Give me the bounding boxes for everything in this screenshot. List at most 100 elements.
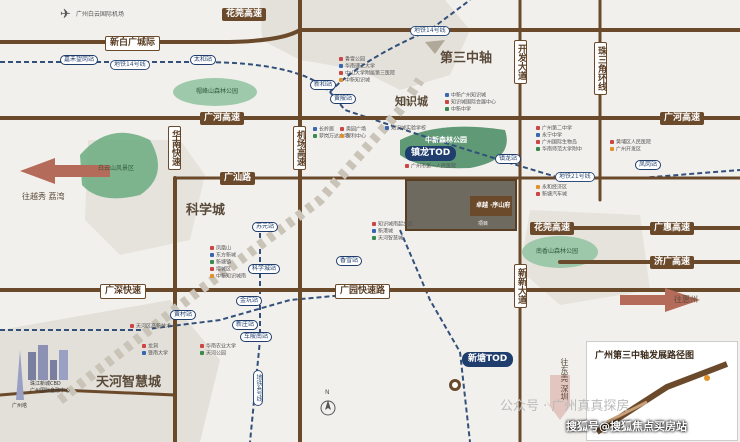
inset-development-map: 广州第三中轴发展路径图 — [586, 341, 738, 441]
park-zhongxin-label: 中新森林公园 — [425, 136, 467, 144]
station-jinkeng[interactable]: 金坑站 — [236, 296, 263, 306]
station-zhenlong-tod[interactable]: 镇龙TOD — [405, 146, 457, 161]
third-axis-band — [56, 77, 425, 404]
station-taihe[interactable]: 太和站 — [190, 55, 217, 65]
poi-15: 黄埔区人民医院 — [610, 140, 651, 146]
poi-31: 知识城南起步区 — [372, 222, 413, 228]
poi-2: 华南理工大学 — [339, 64, 375, 70]
station-huangcun[interactable]: 黄村站 — [170, 310, 197, 320]
poi-35: 暨南大学 — [142, 351, 168, 357]
project-tag: 项目 — [478, 221, 489, 227]
arrow-east — [620, 288, 700, 312]
compass-label: N — [325, 389, 330, 396]
park-baiyun-label: 白云山风景区 — [98, 165, 135, 172]
poi-ifc: 广州国际金融中心 — [30, 388, 71, 394]
metro-line-14-top-label[interactable]: 地铁14号线 — [410, 26, 450, 36]
road-huaguan-right[interactable]: 花莞高速 — [530, 222, 575, 235]
district-tianhe-smart: 天河智慧城 — [96, 375, 162, 390]
station-zhenlong[interactable]: 镇龙站 — [495, 154, 522, 164]
inset-title: 广州第三中轴发展路径图 — [595, 351, 695, 361]
airport-label: 广州白云国际机场 — [76, 11, 125, 18]
poi-11: 永宁中学 — [536, 133, 562, 139]
road-jiesong[interactable]: 机场高速 — [293, 126, 306, 170]
poi-38: 永和经济区 — [536, 185, 567, 191]
direction-east: 往惠州 — [674, 295, 698, 304]
cbd-skyline — [16, 345, 68, 400]
station-xinzhou[interactable]: 新庄站 — [232, 320, 259, 330]
station-fenghuang[interactable]: 凤岗站 — [635, 160, 662, 170]
poi-4: 中新知识城 — [339, 78, 370, 84]
poi-5: 中新广州知识城 — [445, 93, 486, 99]
road-guanghe-right[interactable]: 广河高速 — [660, 112, 705, 125]
road-xinxin[interactable]: 新新大道 — [514, 264, 527, 308]
poi-36: 华南农业大学 — [200, 344, 236, 350]
district-science-city: 科学城 — [186, 203, 226, 218]
watermark-account: 公众号 · 广州真真探房 — [500, 399, 630, 414]
poi-canton-tower: 广州塔 — [12, 403, 28, 409]
station-kexuecheng[interactable]: 科学城站 — [248, 264, 281, 274]
road-kaifa[interactable]: 开发大道 — [514, 40, 527, 84]
project-name-b[interactable]: ·序山府 — [490, 202, 511, 209]
poi-12: 广州国际生物岛 — [536, 140, 577, 146]
poi-29: 增城区 — [210, 267, 231, 273]
poi-27: 东方新城 — [210, 253, 236, 259]
road-guangshan[interactable]: 广汕路 — [220, 172, 256, 185]
metro-line-21-west — [0, 289, 401, 331]
district-knowledge-city: 知识城 — [395, 95, 428, 108]
road-luoding[interactable]: 广园快速路 — [335, 284, 391, 299]
road-guangzhou-ring[interactable]: 广深快速 — [100, 284, 147, 299]
compass-rose — [320, 400, 336, 416]
airplane-icon: ✈ — [60, 7, 71, 22]
poi-1: 香雪公园 — [339, 57, 365, 63]
poi-32: 新港城 — [372, 229, 393, 235]
project-name-a[interactable]: 卓越 — [476, 202, 489, 209]
poi-13: 华南师范大学附中 — [536, 147, 582, 153]
poi-17: 广州市第一人民医院 — [405, 164, 456, 170]
poi-21: 保利中心 — [340, 134, 366, 140]
metro-line-14-left-label[interactable]: 地铁14号线 — [110, 60, 150, 70]
project-block — [405, 179, 517, 231]
poi-33: 天河智慧城 — [372, 236, 403, 242]
poi-16: 广州开发区 — [610, 147, 641, 153]
road-huizhou[interactable]: 广惠高速 — [650, 222, 695, 235]
arrow-south — [545, 375, 575, 420]
direction-arrows — [20, 40, 700, 420]
station-chebeinan[interactable]: 车陂南站 — [240, 332, 273, 342]
station-suyuan[interactable]: 苏元站 — [252, 222, 279, 232]
station-huangbei[interactable]: 黄陂站 — [330, 94, 357, 104]
road-huadu-vertical[interactable]: 华南快速 — [168, 126, 181, 170]
poi-34: 龙洞 — [142, 344, 158, 350]
baiyun-park-shape — [80, 132, 158, 199]
road-jigang[interactable]: 济广高速 — [650, 256, 695, 269]
road-guanghe-left[interactable]: 广河高速 — [200, 112, 245, 125]
poi-37: 天河公园 — [200, 351, 226, 357]
station-xiangxue[interactable]: 香雪站 — [336, 256, 363, 266]
arrow-axis-top — [395, 40, 445, 72]
station-xinhe[interactable]: 新和站 — [310, 80, 337, 90]
district-third-axis: 第三中轴 — [440, 51, 493, 66]
poi-22: 天河区高新技术 — [130, 324, 171, 330]
park-nankun-label: 南香山森林公园 — [536, 248, 579, 255]
road-huangguan[interactable]: 珠三角环线 — [594, 42, 607, 95]
road-xinbai[interactable]: 新白广城际 — [105, 36, 161, 51]
watermark-main: 搜狐号@搜狐焦点买房站 — [566, 420, 687, 433]
poi-8: 知识城实验学校 — [385, 126, 426, 132]
metro-line-south — [399, 229, 471, 442]
poi-6: 知识城国际会展中心 — [445, 100, 496, 106]
station-jiahe[interactable]: 嘉禾望岗站 — [60, 55, 99, 65]
direction-west: 往越秀 荔湾 — [22, 192, 65, 201]
arrow-west — [20, 158, 110, 184]
direction-south: 往东莞 深圳 — [560, 358, 569, 401]
road-huaguan-top[interactable]: 花莞高速 — [222, 8, 267, 21]
poi-30: 中新知识城南 — [210, 274, 246, 280]
metro-line-4-label[interactable]: 地铁4号线 — [253, 370, 263, 406]
poi-28: 新塘镇 — [210, 260, 231, 266]
poi-39: 新塘汽车城 — [536, 192, 567, 198]
poi-3: 中山大学附属第三医院 — [339, 71, 395, 77]
station-xintang-tod[interactable]: 新塘TOD — [462, 352, 514, 367]
poi-26: 凤凰山 — [210, 246, 231, 252]
station-marker-south — [449, 379, 461, 391]
poi-18: 长岭居 — [313, 127, 334, 133]
metro-line-21-label[interactable]: 地铁21号线 — [555, 172, 595, 182]
